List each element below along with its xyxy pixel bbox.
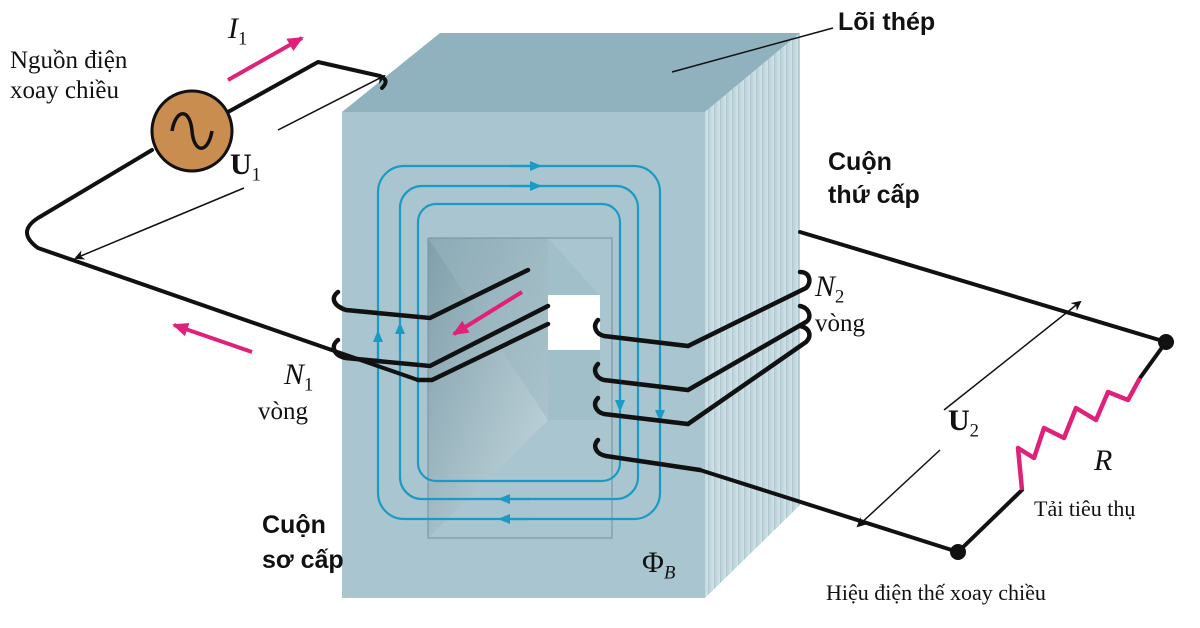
primary-coil-label: Cuộn sơ cấp xyxy=(262,508,344,578)
core-window-depth xyxy=(428,238,600,420)
secondary-coil-label-line2: thứ cấp xyxy=(828,180,920,209)
primary-turn-1 xyxy=(331,267,531,321)
primary-turn-3 xyxy=(415,321,551,383)
current-arrow-top xyxy=(227,36,304,82)
secondary-wire-top xyxy=(798,230,1168,344)
u1-sub: 1 xyxy=(251,164,261,186)
secondary-coil xyxy=(592,269,812,473)
n1-symbol: N xyxy=(284,358,305,391)
u2-arrow-bottom xyxy=(856,449,941,528)
u2-arrow-top xyxy=(943,300,1082,411)
u2-label: U2 xyxy=(948,406,979,441)
secondary-turn-1 xyxy=(592,269,812,349)
n1-unit: vòng xyxy=(258,398,308,426)
source-label-line1: Nguồn điện xyxy=(10,47,128,74)
flux-label: ΦB xyxy=(642,548,675,583)
flux-sub: B xyxy=(663,562,676,584)
secondary-coil-label: Cuộn thứ cấp xyxy=(828,146,920,211)
primary-turn-2 xyxy=(331,303,551,369)
secondary-turn-2 xyxy=(592,303,812,393)
current-arrow-left xyxy=(172,322,253,354)
load-label: Tải tiêu thụ xyxy=(1034,496,1136,521)
u1-symbol: U xyxy=(230,148,252,181)
ac-source xyxy=(150,89,234,173)
n2-symbol: N xyxy=(815,270,836,303)
core-label: Lõi thép xyxy=(838,8,936,36)
u2-sub: 2 xyxy=(969,420,979,442)
current-arrow-core xyxy=(452,290,524,336)
ac-voltage-label: Hiệu điện thế xoay chiều xyxy=(826,580,1046,605)
core-leader-line xyxy=(671,27,834,73)
source-label: Nguồn điện xoay chiều xyxy=(10,46,127,106)
flux-arrows xyxy=(373,161,665,524)
flux-loop-inner xyxy=(416,202,622,483)
u1-label: U1 xyxy=(230,150,261,185)
primary-coil-label-line1: Cuộn xyxy=(262,511,326,539)
primary-wire-left xyxy=(25,148,420,382)
core-hole xyxy=(548,295,600,350)
u1-arrow-bottom xyxy=(74,187,245,260)
n2-unit: vòng xyxy=(815,310,865,338)
primary-coil xyxy=(331,267,551,383)
source-label-line2: xoay chiều xyxy=(10,77,119,104)
u1-arrow-top xyxy=(277,75,386,131)
n1-sub: 1 xyxy=(304,374,314,396)
terminal-bottom xyxy=(950,544,966,560)
core-top-face xyxy=(342,33,800,112)
n2-sub: 2 xyxy=(835,286,845,308)
current-label: I1 xyxy=(228,14,247,49)
terminal-top xyxy=(1158,334,1174,350)
resistor-label: R xyxy=(1094,444,1113,477)
secondary-wire-low xyxy=(956,488,1024,554)
current-symbol: I xyxy=(228,12,238,45)
u2-symbol: U xyxy=(948,404,970,437)
resistor-zigzag xyxy=(1015,376,1142,491)
flux-symbol: Φ xyxy=(642,546,664,579)
current-sub: 1 xyxy=(238,28,248,50)
secondary-turn-3 xyxy=(592,323,812,427)
secondary-wire-bottom xyxy=(698,468,960,554)
n1-label: N1 vòng xyxy=(258,358,314,426)
secondary-turn-4 xyxy=(593,437,703,473)
sine-wave-icon xyxy=(170,112,214,150)
n2-label: N2 vòng xyxy=(815,270,865,338)
primary-coil-label-line2: sơ cấp xyxy=(262,546,344,574)
secondary-coil-label-line1: Cuộn xyxy=(828,148,892,176)
